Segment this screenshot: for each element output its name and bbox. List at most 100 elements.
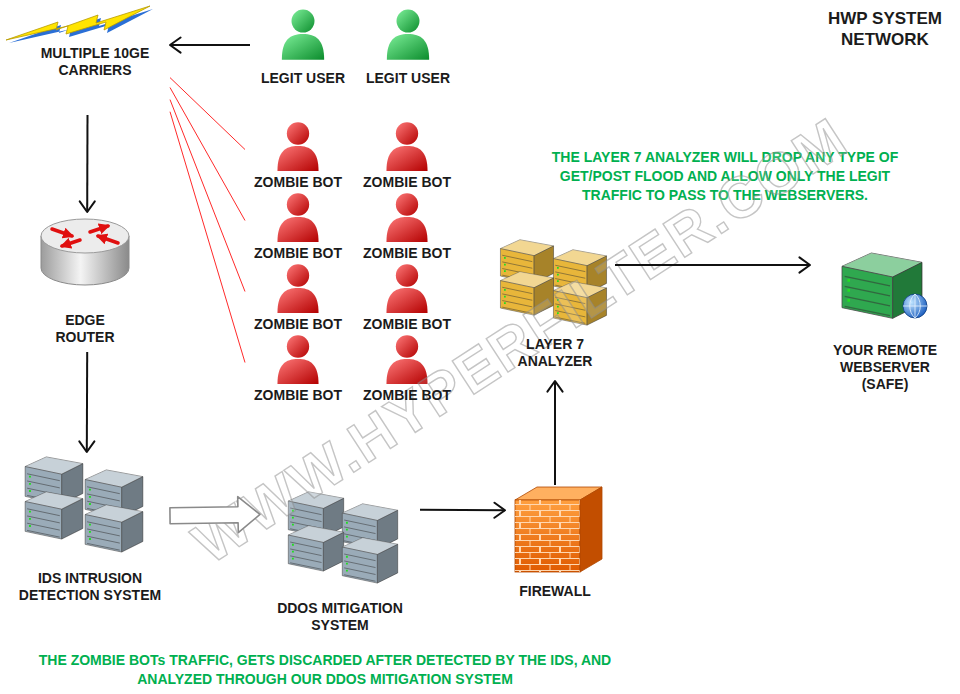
node-label-group: YOUR REMOTE WEBSERVER (SAFE) [825, 342, 945, 393]
node-label: EDGE ROUTER [45, 312, 125, 346]
router-arrows [52, 226, 118, 246]
arrow-head [80, 201, 95, 212]
bot-node: ZOMBIE BOT [355, 331, 459, 401]
diagram-title: HWP SYSTEM NETWORK [812, 8, 958, 50]
lightning-bolt [6, 6, 153, 43]
bot-node: ZOMBIE BOT [245, 331, 351, 401]
flow-arrow [547, 381, 562, 485]
connector-line [86, 115, 88, 212]
annotation-note: THE ZOMBIE BOTs TRAFFIC, GETS DISCARDED … [15, 651, 635, 689]
connector-line [170, 112, 245, 363]
attack-line [170, 100, 245, 292]
connector-line [170, 44, 250, 46]
flow-arrow [170, 38, 250, 53]
connector-line [554, 381, 556, 485]
node-label-group: ZOMBIE BOT [245, 316, 351, 333]
arrow-head [170, 38, 181, 53]
node-label: YOUR REMOTE WEBSERVER (SAFE) [825, 342, 945, 393]
node-label: ZOMBIE BOT [355, 245, 459, 262]
ids-node: IDS INTRUSION DETECTION SYSTEM [10, 452, 170, 634]
node-label: DDOS MITIGATION SYSTEM [265, 600, 415, 634]
firewall-side [580, 487, 602, 572]
router-node: EDGE ROUTER [30, 212, 140, 352]
flow-arrow [615, 257, 810, 272]
connector-line [170, 100, 245, 292]
node-label: ZOMBIE BOT [245, 245, 351, 262]
node-label: ZOMBIE BOT [245, 174, 351, 191]
node-label-group: ZOMBIE BOT [355, 174, 459, 191]
node-label-group: ZOMBIE BOT [245, 174, 351, 191]
bot-node: ZOMBIE BOT [245, 189, 351, 259]
zombie-bot-icon [277, 193, 318, 242]
analyzer-node: LAYER 7 ANALYZER [495, 236, 615, 381]
zombie-bot-icon [386, 264, 427, 313]
firewall-node: FIREWALL [505, 485, 605, 600]
node-label: MULTIPLE 10GE CARRIERS [30, 45, 160, 79]
node-label: LAYER 7 ANALYZER [505, 336, 605, 370]
node-label-group: IDS INTRUSION DETECTION SYSTEM [15, 570, 165, 604]
node-label-group: LEGIT USER [356, 70, 460, 87]
bot-node: ZOMBIE BOT [245, 260, 351, 330]
router-top [41, 219, 129, 253]
arrow-head [547, 381, 562, 392]
node-label-group: FIREWALL [505, 583, 605, 600]
connector-line [615, 264, 810, 266]
node-label-group: LEGIT USER [250, 70, 356, 87]
webserver-icon [842, 253, 927, 318]
zombie-bot-icon [277, 264, 318, 313]
webserver-node: YOUR REMOTE WEBSERVER (SAFE) [810, 245, 960, 405]
arrow-head [494, 503, 505, 518]
block-arrow-shape [170, 497, 260, 533]
node-label-group: ZOMBIE BOT [245, 245, 351, 262]
zombie-bot-icon [277, 122, 318, 171]
node-label-group: ZOMBIE BOT [245, 387, 351, 404]
node-label-group: EDGE ROUTER [45, 312, 125, 346]
bot-node: ZOMBIE BOT [355, 189, 459, 259]
node-label: LEGIT USER [356, 70, 460, 87]
firewall-bricks [515, 500, 580, 572]
firewall-icon [515, 487, 602, 572]
user-node: LEGIT USER [250, 0, 356, 92]
flow-block-arrow [170, 497, 260, 533]
node-label: ZOMBIE BOT [355, 174, 459, 191]
user-icons [282, 10, 429, 60]
node-label-group: MULTIPLE 10GE CARRIERS [30, 45, 160, 79]
ids-servers [25, 457, 143, 552]
router-icon [41, 219, 129, 285]
node-label-group: ZOMBIE BOT [355, 316, 459, 333]
bot-node: ZOMBIE BOT [355, 118, 459, 188]
legit-user-icon [387, 10, 429, 60]
node-label: ZOMBIE BOT [245, 316, 351, 333]
router-arrow [62, 240, 80, 246]
node-label: ZOMBIE BOT [355, 316, 459, 333]
connector-line [86, 352, 88, 452]
node-label-group: ZOMBIE BOT [355, 387, 459, 404]
node-label-group: LAYER 7 ANALYZER [505, 336, 605, 370]
attack-line [170, 78, 245, 150]
connector-line [170, 88, 245, 221]
flow-arrow [79, 352, 94, 452]
zombie-bot-icon [277, 335, 318, 384]
server-rack [342, 538, 397, 583]
mitigation-node: DDOS MITIGATION SYSTEM [260, 488, 420, 643]
bot-node: ZOMBIE BOT [245, 118, 351, 188]
router-arrow [98, 236, 118, 243]
firewall-front [515, 500, 580, 572]
bot-node: ZOMBIE BOT [355, 260, 459, 330]
arrow-head [79, 441, 94, 452]
node-label: ZOMBIE BOT [245, 387, 351, 404]
node-label: FIREWALL [505, 583, 605, 600]
node-label-group: DDOS MITIGATION SYSTEM [265, 600, 415, 634]
node-label-group: ZOMBIE BOT [355, 245, 459, 262]
router-arrow [52, 229, 72, 236]
server-rack [25, 492, 83, 539]
server-rack [288, 526, 343, 571]
zombie-bot-icon [386, 193, 427, 242]
carrier-node: MULTIPLE 10GE CARRIERS [20, 5, 170, 115]
server-rack [85, 505, 143, 552]
bolt-shape [6, 6, 150, 40]
arrow-head [799, 257, 810, 272]
